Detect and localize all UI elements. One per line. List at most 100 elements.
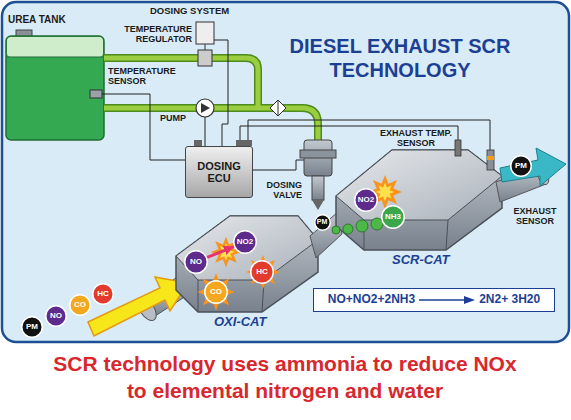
- regulator-stem: [205, 44, 206, 50]
- molecule-formula: PM: [26, 323, 38, 332]
- exhaust-sensor-probe: [487, 150, 494, 170]
- part-label: EXHAUST SENSOR: [506, 206, 564, 227]
- pump-triangle: [201, 103, 210, 113]
- molecule-outline: [314, 214, 330, 230]
- oxi-cat-top: [176, 216, 318, 280]
- box-text: DOSING ECU: [190, 160, 248, 184]
- molecule-circle: NO2: [233, 230, 257, 254]
- molecule-circle: NO: [45, 305, 67, 327]
- molecule-formula: NO: [190, 258, 202, 267]
- exhaust-flow-arrow: [88, 277, 188, 336]
- urea-tank: [6, 36, 104, 140]
- molecule-formula: NO: [50, 312, 62, 321]
- molecule-formula: HC: [256, 268, 268, 277]
- reaction-arrow-shaft: [419, 299, 466, 301]
- regulator-solenoid: [196, 22, 214, 44]
- regulator-valve: [198, 50, 212, 66]
- filter-element: [278, 100, 279, 116]
- molecule-outline: [46, 306, 67, 327]
- box-text: NO+NO2+2NH3: [328, 293, 415, 306]
- temp-sensor-probe: [455, 140, 461, 156]
- molecule-outline: [355, 189, 378, 212]
- tank-temperature-sensor: [90, 90, 102, 98]
- molecule-outline: [70, 295, 91, 316]
- molecule-circle: NH3: [381, 205, 405, 229]
- molecule-formula: PM: [317, 218, 328, 226]
- reaction-arrow: [419, 295, 475, 305]
- reaction-burst: [246, 255, 280, 289]
- box-text: 2N2+ 3H20: [479, 293, 540, 306]
- part-label: DOSING SYSTEM: [150, 6, 229, 17]
- molecule-formula: NO2: [237, 238, 253, 247]
- molecule-formula: NO2: [358, 196, 374, 205]
- urea-level: [7, 57, 103, 58]
- reaction-arrow-head: [464, 296, 475, 304]
- molecule-circle: NO2: [354, 188, 378, 212]
- molecule-circle: PM: [510, 155, 532, 177]
- urea-hose-outline: [104, 58, 318, 140]
- urea-spray-droplet: [343, 224, 353, 234]
- molecule-circle: CO: [69, 294, 91, 316]
- part-label: EXHAUST TEMP. SENSOR: [378, 128, 454, 149]
- reaction-burst: [197, 273, 234, 310]
- catalyst-label: SCR-CAT: [392, 253, 450, 268]
- part-label: TEMPERATURE REGULATOR: [118, 24, 192, 45]
- exhaust-sensor-wire: [248, 120, 490, 150]
- molecule-formula: NH3: [385, 213, 401, 222]
- pump-symbol: [196, 99, 214, 117]
- valve-wire: [253, 160, 304, 170]
- scr-cat-housing: [336, 150, 502, 250]
- urea-spray-droplet: [332, 226, 340, 234]
- reaction-connector: [207, 247, 234, 258]
- part-label: UREA TANK: [8, 14, 66, 26]
- dosing-valve-nozzle: [312, 176, 324, 200]
- molecule-circle: NO: [184, 250, 208, 274]
- nozzle-tip: [312, 200, 324, 210]
- molecule-outline: [22, 317, 43, 338]
- equation-box: NO+NO2+2NH3 2N2+ 3H20: [313, 288, 555, 312]
- molecule-outline: [511, 156, 532, 177]
- exhaust-sensor-band: [487, 156, 494, 160]
- panel-frame: [2, 2, 569, 342]
- part-label: DOSING VALVE: [256, 180, 302, 201]
- molecule-formula: CO: [210, 288, 222, 297]
- diagram-caption: SCR technology uses ammonia to reduce NO…: [47, 350, 523, 405]
- urea-spray-droplet: [371, 218, 383, 230]
- housing-edge: [446, 220, 448, 250]
- control-unit-box: DOSING ECU: [185, 146, 253, 198]
- tank-headspace: [7, 37, 103, 57]
- molecule-formula: HC: [97, 290, 109, 299]
- catalyst-label: OXI-CAT: [214, 315, 266, 330]
- molecule-outline: [93, 284, 114, 305]
- sensor-wire: [102, 94, 185, 160]
- part-label: PUMP: [160, 113, 186, 123]
- molecule-formula: PM: [515, 162, 527, 171]
- molecule-outline: [234, 231, 257, 254]
- housing-edge: [198, 280, 199, 312]
- scr-cat-top: [336, 150, 502, 220]
- part-label: TEMPERATURE SENSOR: [108, 66, 182, 87]
- molecule-outline: [185, 251, 208, 274]
- dosing-valve-clamp: [300, 150, 336, 158]
- reaction-burst-core: [376, 183, 395, 202]
- molecule-outline: [251, 261, 274, 284]
- molecule-circle: HC: [92, 283, 114, 305]
- molecule-circle: CO: [204, 280, 228, 304]
- molecule-formula: CO: [74, 301, 86, 310]
- molecule-circle: PM: [314, 214, 331, 231]
- pump-wire: [205, 117, 206, 146]
- oxi-cat-housing: [176, 216, 318, 312]
- molecule-circle: PM: [21, 316, 43, 338]
- molecule-outline: [205, 281, 228, 304]
- diagram-title: DIESEL EXHAUST SCR TECHNOLOGY: [270, 34, 530, 82]
- molecule-circle: HC: [250, 260, 274, 284]
- urea-spray-droplet: [356, 220, 368, 232]
- molecule-outline: [382, 206, 405, 229]
- urea-hose: [104, 58, 318, 140]
- reaction-burst-core: [218, 244, 235, 261]
- filter-symbol: [270, 100, 286, 116]
- regulator-wire: [214, 40, 228, 146]
